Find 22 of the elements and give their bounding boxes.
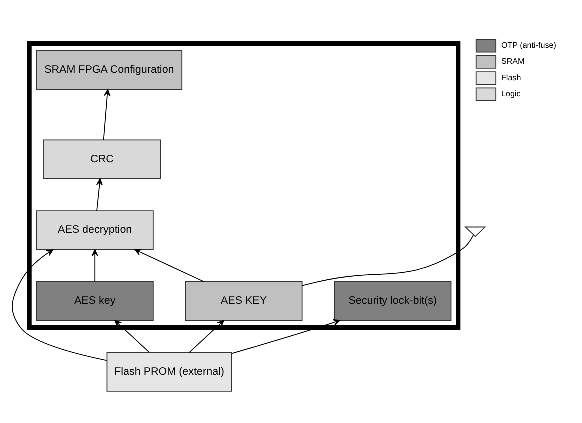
arrow — [134, 248, 205, 282]
legend-label: SRAM — [501, 56, 525, 66]
arrow — [114, 320, 150, 353]
node-box: SRAM FPGA Configuration — [36, 50, 183, 90]
node-box: AES key — [36, 281, 154, 320]
legend-label: OTP (anti-fuse) — [501, 40, 556, 50]
arrow — [103, 88, 111, 140]
node-ground — [464, 226, 486, 237]
arrow — [12, 248, 108, 361]
arrow — [232, 318, 341, 354]
node-box: CRC — [44, 139, 162, 179]
legend-label: Flash — [501, 72, 522, 82]
connector — [302, 234, 474, 286]
arrow — [189, 320, 224, 353]
node-box: AES decryption — [36, 210, 154, 250]
node-box: Security lock-bit(s) — [334, 281, 452, 320]
arrow — [92, 248, 98, 282]
arrow — [96, 178, 103, 211]
cluster — [27, 41, 461, 330]
node-box: Flash PROM (external) — [106, 352, 232, 392]
node-box: AES KEY — [185, 281, 303, 320]
legend-label: Logic — [501, 88, 521, 98]
